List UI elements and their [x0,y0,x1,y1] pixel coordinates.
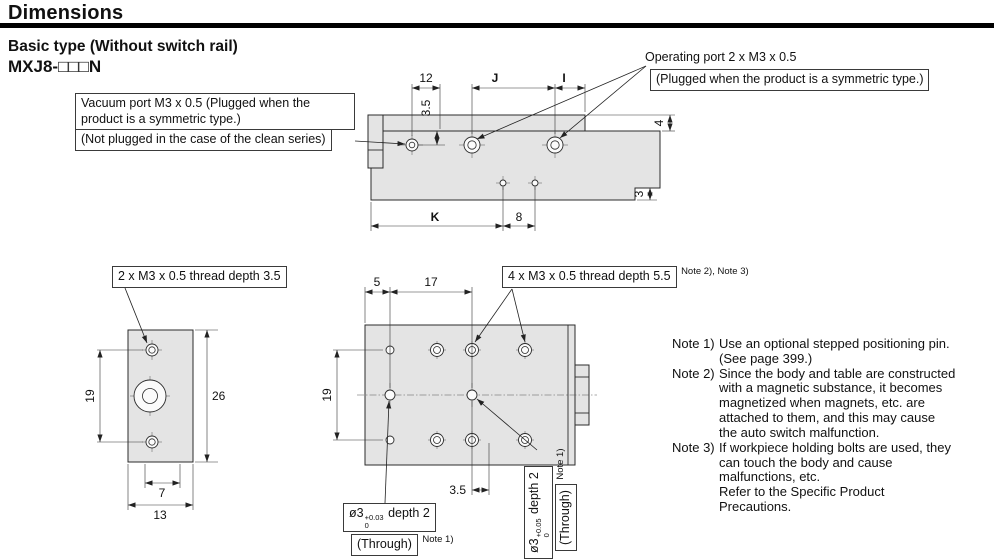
pin-front-note-ref: Note 1) [422,534,454,545]
dim-26: 26 [212,389,226,403]
end-view-dimensions: 19 26 7 13 [83,329,226,522]
dim-3-5-top-view: 3.5 [449,483,466,497]
note-2: Note 2) Since the body and table are con… [672,365,994,441]
dim-5: 5 [374,275,381,289]
title-underline [0,23,994,28]
dim-3-5-vertical: 3.5 [419,99,433,116]
side-view-drawing: 12 J I 3.5 4 3 K 8 [354,65,675,231]
end-view-drawing: 19 26 7 13 [83,287,226,522]
pin-side-diameter: ø3 [527,538,541,553]
top-view-drawing: 5 17 19 3.5 [320,275,597,504]
pin-front-tol-upper: +0.03 [364,513,384,522]
note-1-text: Use an optional stepped positioning pin.… [719,336,950,366]
top-view-thread-label-box: 4 x M3 x 0.5 thread depth 5.5 [502,266,677,288]
dim-3: 3 [632,190,646,197]
side-view-body [367,114,661,201]
pin-hole-front-through: (Through) Note 1) [351,534,454,556]
dim-7: 7 [159,486,166,500]
pin-side-tol-lower: 0 [541,533,551,538]
dim-K: K [431,210,440,224]
pin-side-note-ref: Note 1) [555,448,566,480]
side-view-dimensions: 12 J I 3.5 4 3 K 8 [370,71,675,231]
end-view-thread-label-box: 2 x M3 x 0.5 thread depth 3.5 [112,266,287,288]
pin-side-depth: depth 2 [527,472,541,514]
operating-port-label: Operating port 2 x M3 x 0.5 [645,50,797,64]
pin-front-tol-lower: 0 [364,520,369,530]
pin-hole-side-through: (Through) Note 1) [555,445,577,551]
pin-front-through-box: (Through) [351,534,418,556]
pin-front-depth: depth 2 [388,506,430,520]
dim-8: 8 [516,210,523,224]
section-subtitle: Basic type (Without switch rail) [8,38,238,55]
model-number: MXJ8-□□□N [8,57,102,76]
vacuum-port-note-box: (Not plugged in the case of the clean se… [75,129,332,151]
end-view-body [127,329,194,463]
dim-17: 17 [424,275,438,289]
dim-4: 4 [652,119,666,126]
page-title: Dimensions [8,2,124,24]
notes-section: Note 1) Use an optional stepped position… [672,336,994,515]
note-1: Note 1) Use an optional stepped position… [672,336,994,367]
dim-12: 12 [419,71,433,85]
dim-J: J [492,71,499,85]
operating-port-note-box: (Plugged when the product is a symmetric… [650,69,930,91]
pin-front-diameter: ø3 [349,506,364,520]
note-3: Note 3) If workpiece holding bolts are u… [672,439,994,515]
note-2-label: Note 2) [672,365,715,381]
side-view-ports [401,132,568,190]
dim-I: I [562,71,565,85]
end-view-leaders [124,287,148,344]
note-3-text: If workpiece holding bolts are used, the… [719,439,951,514]
top-view-dimensions: 5 17 19 3.5 [320,275,490,497]
note-1-label: Note 1) [672,336,715,351]
top-view-leaders [384,288,538,504]
dim-19: 19 [83,389,97,403]
note-3-label: Note 3) [672,439,715,455]
vacuum-port-label-box: Vacuum port M3 x 0.5 (Plugged when the p… [75,93,355,131]
side-view-leaders [354,65,647,147]
pin-side-through-box: (Through) [555,484,577,551]
top-view-thread-label: 4 x M3 x 0.5 thread depth 5.5 Note 2), N… [502,266,749,288]
note-2-text: Since the body and table are constructed… [719,365,956,440]
top-view-thread-note-refs: Note 2), Note 3) [681,266,749,277]
dim-19-top-view: 19 [320,388,334,402]
dim-13: 13 [153,508,167,522]
